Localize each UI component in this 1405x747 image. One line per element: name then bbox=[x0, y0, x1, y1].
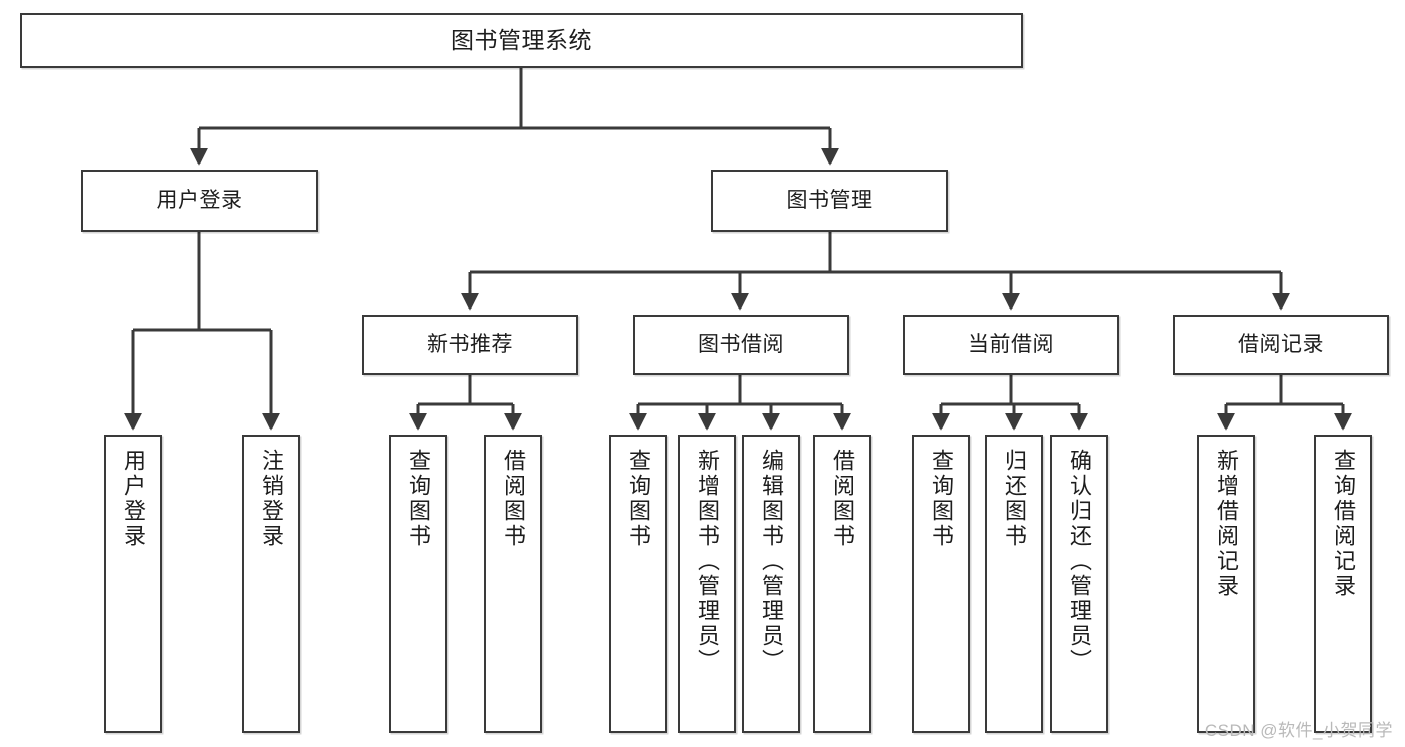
node-new-book-rec[interactable]: 新书推荐 bbox=[362, 315, 578, 375]
leaf-query-book-3-label: 查询图书 bbox=[929, 449, 954, 549]
leaf-confirm-return[interactable]: 确认归还（管理员） bbox=[1050, 435, 1108, 733]
leaf-user-login[interactable]: 用户登录 bbox=[104, 435, 162, 733]
node-book-manage[interactable]: 图书管理 bbox=[711, 170, 948, 232]
leaf-query-book-2-label: 查询图书 bbox=[626, 449, 651, 549]
leaf-add-book[interactable]: 新增图书（管理员） bbox=[678, 435, 736, 733]
leaf-query-book-3[interactable]: 查询图书 bbox=[912, 435, 970, 733]
node-borrow-record-label: 借阅记录 bbox=[1238, 332, 1324, 356]
node-current-borrow-label: 当前借阅 bbox=[968, 332, 1054, 356]
leaf-query-book-1-label: 查询图书 bbox=[406, 449, 431, 549]
leaf-query-book-2[interactable]: 查询图书 bbox=[609, 435, 667, 733]
leaf-add-record-label: 新增借阅记录 bbox=[1214, 449, 1239, 599]
leaf-user-logout-label: 注销登录 bbox=[259, 449, 284, 549]
leaf-query-book-1[interactable]: 查询图书 bbox=[389, 435, 447, 733]
leaf-return-book-label: 归还图书 bbox=[1002, 449, 1027, 549]
leaf-add-book-label: 新增图书（管理员） bbox=[695, 449, 720, 674]
leaf-confirm-return-label: 确认归还（管理员） bbox=[1067, 449, 1092, 674]
leaf-query-record-label: 查询借阅记录 bbox=[1331, 449, 1356, 599]
node-user-login-label: 用户登录 bbox=[156, 188, 243, 212]
node-borrow-record[interactable]: 借阅记录 bbox=[1173, 315, 1389, 375]
leaf-return-book[interactable]: 归还图书 bbox=[985, 435, 1043, 733]
leaf-edit-book[interactable]: 编辑图书（管理员） bbox=[742, 435, 800, 733]
node-book-borrow[interactable]: 图书借阅 bbox=[633, 315, 849, 375]
node-book-manage-label: 图书管理 bbox=[786, 188, 873, 212]
node-book-borrow-label: 图书借阅 bbox=[698, 332, 784, 356]
leaf-borrow-book-1[interactable]: 借阅图书 bbox=[484, 435, 542, 733]
leaf-borrow-book-1-label: 借阅图书 bbox=[501, 449, 526, 549]
node-new-book-rec-label: 新书推荐 bbox=[427, 332, 513, 356]
leaf-user-logout[interactable]: 注销登录 bbox=[242, 435, 300, 733]
leaf-borrow-book-2[interactable]: 借阅图书 bbox=[813, 435, 871, 733]
leaf-user-login-label: 用户登录 bbox=[121, 449, 146, 549]
leaf-query-record[interactable]: 查询借阅记录 bbox=[1314, 435, 1372, 733]
node-root-label: 图书管理系统 bbox=[451, 27, 592, 54]
node-root[interactable]: 图书管理系统 bbox=[20, 13, 1023, 68]
node-current-borrow[interactable]: 当前借阅 bbox=[903, 315, 1119, 375]
leaf-add-record[interactable]: 新增借阅记录 bbox=[1197, 435, 1255, 733]
leaf-borrow-book-2-label: 借阅图书 bbox=[830, 449, 855, 549]
leaf-edit-book-label: 编辑图书（管理员） bbox=[759, 449, 784, 674]
node-user-login[interactable]: 用户登录 bbox=[81, 170, 318, 232]
